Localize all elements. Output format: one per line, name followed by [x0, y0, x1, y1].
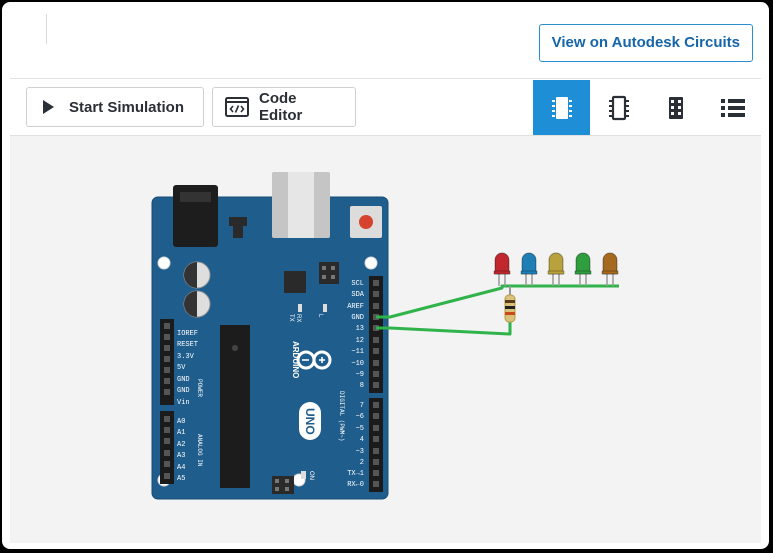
pin-label-ioref: IOREF: [177, 330, 198, 338]
arduino-name: ARDUINO: [291, 341, 300, 378]
pin-label-6: ~6: [356, 413, 364, 421]
start-simulation-label: Start Simulation: [69, 98, 185, 116]
pin-label-rx: RX←0: [347, 481, 364, 489]
wires[interactable]: [376, 284, 619, 336]
pin-label-tx: TX→1: [347, 470, 364, 478]
pin-label-a4: A4: [177, 464, 185, 472]
pin-label-a5: A5: [177, 475, 185, 483]
pin-label-13: 13: [356, 325, 364, 333]
pin-label-gnd-1: GND: [177, 376, 190, 384]
pin-label-gnd-3: GND: [351, 314, 364, 322]
pin-label-a2: A2: [177, 441, 185, 449]
pin-label-a3: A3: [177, 452, 185, 460]
pin-label-scl: SCL: [351, 280, 364, 288]
resistor[interactable]: [504, 286, 516, 323]
pin-label-a0: A0: [177, 418, 185, 426]
pin-label-12: 12: [356, 337, 364, 345]
arduino-logo: [296, 350, 332, 370]
circuit-drawing: TX RX L ON ARD: [151, 172, 619, 500]
view-on-autodesk-circuits-button[interactable]: View on Autodesk Circuits: [538, 24, 753, 62]
divider: [46, 14, 47, 44]
schematic-chip-icon: [608, 95, 629, 120]
toolbar: Start Simulation Code Editor: [10, 79, 761, 136]
l-label: L: [317, 314, 323, 318]
pin-label-aref: AREF: [347, 303, 364, 311]
uno-label: UNO: [303, 408, 317, 435]
led-3[interactable]: [547, 252, 565, 286]
list-icon: [720, 98, 745, 117]
pin-label-7: 7: [360, 402, 364, 410]
schematic-view-button[interactable]: [590, 80, 647, 135]
component-view-button[interactable]: [533, 80, 590, 135]
pin-label-vin: Vin: [177, 399, 190, 407]
pin-label-8: 8: [360, 382, 364, 390]
pin-label-2: 2: [360, 459, 364, 467]
breadboard-chip-icon: [668, 96, 683, 119]
pin-label-reset: RESET: [177, 341, 198, 349]
led-4[interactable]: [574, 252, 592, 286]
code-editor-label: Code Editor: [259, 90, 303, 124]
component-chip-icon: [551, 96, 572, 119]
pin-label-4: 4: [360, 436, 364, 444]
pin-label-10: ~10: [351, 360, 364, 368]
top-bar: View on Autodesk Circuits: [10, 10, 761, 79]
tx-label: TX: [288, 314, 294, 322]
analog-in-label: ANALOG IN: [196, 434, 203, 467]
component-list-button[interactable]: [704, 80, 761, 135]
arduino-uno-board[interactable]: TX RX L ON ARD: [151, 172, 389, 500]
code-editor-icon: [225, 97, 249, 117]
digital-label: DIGITAL (PWM~): [338, 391, 345, 441]
power-label: POWER: [196, 379, 203, 397]
code-editor-button[interactable]: Code Editor: [212, 87, 356, 127]
pin-label-5v: 5V: [177, 364, 186, 372]
pin-label-5: ~5: [356, 425, 364, 433]
pin-label-9: ~9: [356, 371, 364, 379]
start-simulation-button[interactable]: Start Simulation: [26, 87, 204, 127]
on-label: ON: [308, 471, 314, 480]
wire-pin13[interactable]: [376, 320, 512, 336]
pin-label-sda: SDA: [351, 291, 364, 299]
view-mode-switcher: [533, 80, 761, 135]
pin-label-11: ~11: [351, 348, 364, 356]
pin-label-3: ~3: [356, 448, 364, 456]
play-icon: [41, 99, 55, 115]
breadboard-view-button[interactable]: [647, 80, 704, 135]
led-2[interactable]: [520, 252, 538, 286]
led-5[interactable]: [601, 252, 619, 286]
pin-label-gnd-2: GND: [177, 387, 190, 395]
wire-gnd[interactable]: [376, 284, 619, 319]
led-array[interactable]: [493, 252, 619, 286]
rx-label: RX: [295, 314, 301, 322]
led-1[interactable]: [493, 252, 511, 286]
circuit-canvas[interactable]: TX RX L ON ARD: [10, 136, 761, 543]
pin-label-a1: A1: [177, 429, 185, 437]
pin-label-3v3: 3.3V: [177, 353, 195, 361]
